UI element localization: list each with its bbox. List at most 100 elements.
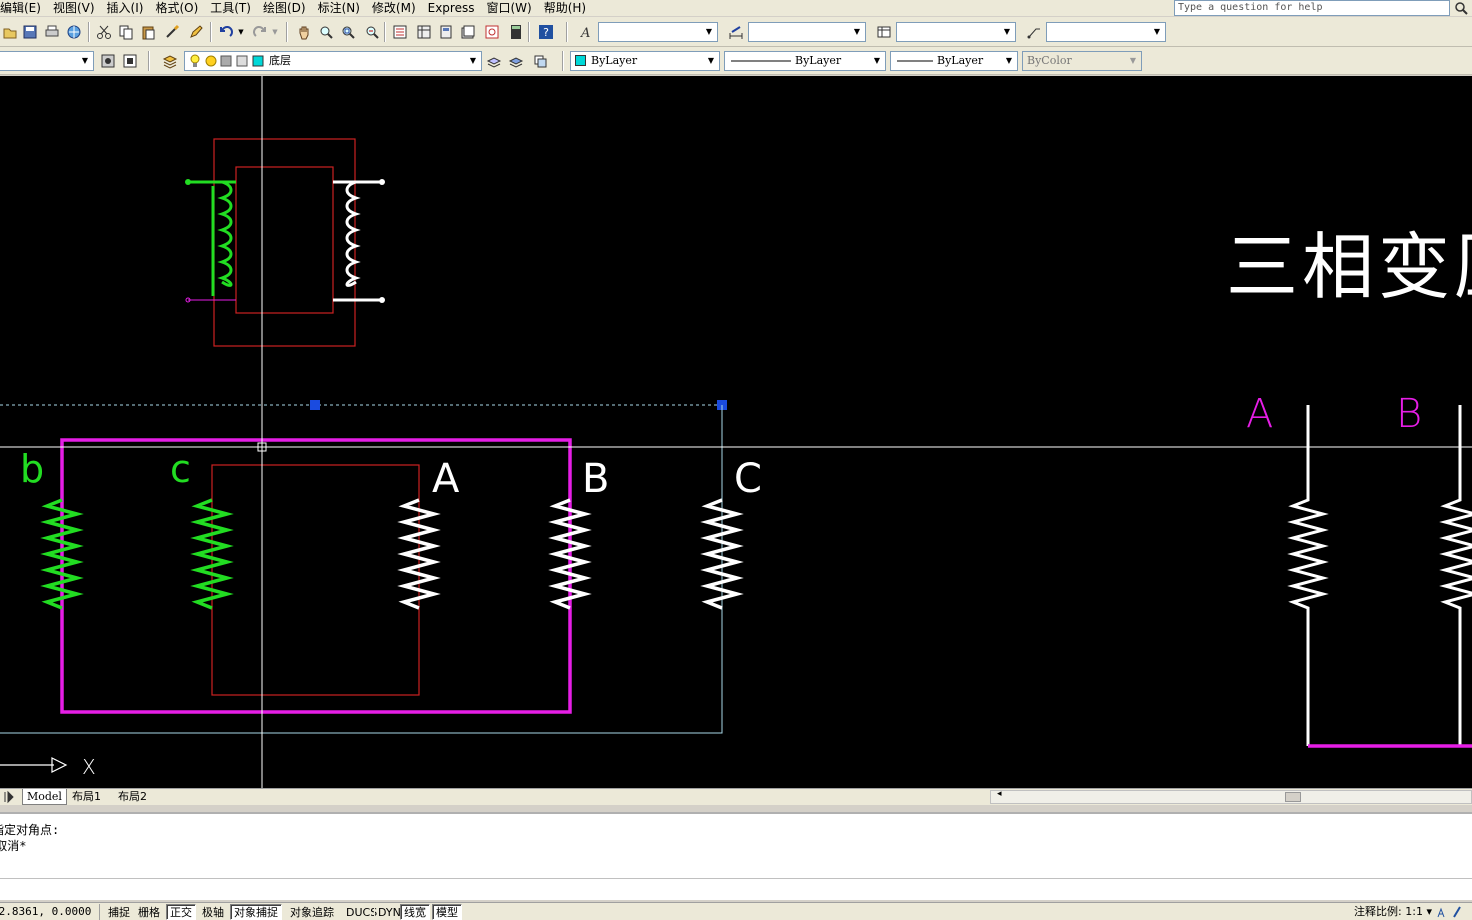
chevron-down-icon: ▼ (81, 56, 89, 65)
menu-express[interactable]: Express (427, 1, 475, 15)
layer-states-manager-button[interactable] (98, 51, 118, 71)
tool-palettes-button[interactable] (436, 22, 456, 42)
design-center-button[interactable] (414, 22, 434, 42)
menu-tools[interactable]: 工具(T) (210, 1, 251, 15)
scissors-icon (97, 25, 111, 39)
menu-window[interactable]: 窗口(W) (486, 1, 532, 15)
menu-insert[interactable]: 插入(I) (106, 1, 144, 15)
markup-set-button[interactable] (482, 22, 502, 42)
make-current-layer-button[interactable] (484, 51, 504, 71)
menu-draw[interactable]: 绘图(D) (262, 1, 306, 15)
text-style-combo[interactable]: ▼ (598, 22, 718, 42)
cut-button[interactable] (94, 22, 114, 42)
status-toggle-9[interactable]: 模型 (432, 904, 462, 920)
color-control-combo[interactable]: ByLayer ▼ (570, 51, 720, 71)
layer-previous-button[interactable] (506, 51, 526, 71)
dim-style-button[interactable] (726, 22, 746, 42)
scroll-left-icon[interactable]: ◂ (997, 789, 1002, 799)
help-search-button[interactable] (1450, 0, 1472, 16)
paste-button[interactable] (138, 22, 158, 42)
drawing-canvas[interactable]: 三相变压器 b c A (0, 76, 1472, 788)
three-phase-transformer[interactable]: b c A B C (0, 405, 762, 734)
frame-outline (60, 438, 572, 714)
toolbar-separator (286, 22, 288, 42)
coordinate-display[interactable]: 42.8361, 0.0000 (0, 904, 100, 920)
undo-dropdown[interactable]: ▼ (238, 28, 244, 36)
redo-icon (253, 26, 266, 37)
tab-scroll-arrows[interactable] (0, 789, 20, 805)
tab-layout1[interactable]: 布局1 (72, 790, 101, 803)
right-transformer-partial[interactable]: A B (1246, 391, 1472, 748)
table-style-combo[interactable]: ▼ (896, 22, 1016, 42)
status-toggle-3[interactable]: 极轴 (198, 904, 228, 920)
save-button[interactable] (20, 22, 40, 42)
tab-layout2[interactable]: 布局2 (118, 790, 147, 803)
open-button[interactable] (0, 22, 20, 42)
status-toggle-0[interactable]: 捕捉 (104, 904, 134, 920)
label-B: B (582, 456, 609, 502)
layer-walk-button[interactable] (530, 51, 550, 71)
zoom-realtime-button[interactable] (316, 22, 336, 42)
help-search-input[interactable]: Type a question for help (1174, 0, 1450, 16)
menu-format[interactable]: 格式(O) (155, 1, 199, 15)
horizontal-scrollbar[interactable]: ◂ (990, 789, 1472, 804)
layers-properties-toolbar: ▼ 底层 ▼ ByLayer ▼ ByLaye (0, 47, 1472, 75)
copy-icon (119, 25, 133, 40)
sheet-set-button[interactable] (458, 22, 478, 42)
menu-edit[interactable]: 编辑(E) (0, 1, 41, 15)
text-style-button[interactable]: A (576, 22, 596, 42)
layer-state-combo[interactable]: ▼ (0, 51, 94, 71)
copy-button[interactable] (116, 22, 136, 42)
drawing-svg: 三相变压器 b c A (0, 76, 1472, 788)
single-phase-transformer[interactable] (185, 138, 385, 347)
linetype-control-value: ByLayer (795, 54, 842, 67)
table-style-icon (877, 26, 891, 38)
plotstyle-control-combo[interactable]: ByColor▼ (1022, 51, 1142, 71)
status-toggle-4[interactable]: 对象捕捉 (230, 904, 282, 920)
match-properties-button[interactable] (162, 22, 182, 42)
plot-button[interactable] (42, 22, 62, 42)
publish-button[interactable] (64, 22, 84, 42)
command-input[interactable] (0, 878, 1472, 900)
quickcalc-button[interactable] (506, 22, 526, 42)
help-button[interactable]: ? (536, 22, 556, 42)
layer-toggle-button[interactable] (120, 51, 140, 71)
status-toggle-1[interactable]: 栅格 (134, 904, 164, 920)
lineweight-control-value: ByLayer (937, 54, 984, 67)
grip-handle[interactable] (310, 400, 320, 410)
table-style-button[interactable] (874, 22, 894, 42)
crosshair-cursor (0, 76, 1472, 788)
menu-view[interactable]: 视图(V) (52, 1, 95, 15)
zoom-window-button[interactable] (338, 22, 358, 42)
tab-model[interactable]: Model (22, 789, 67, 805)
dim-style-combo[interactable]: ▼ (748, 22, 866, 42)
status-toggle-8[interactable]: 线宽 (400, 904, 430, 920)
annotation-visibility-icons[interactable] (1434, 904, 1470, 920)
redo-dropdown[interactable]: ▼ (272, 28, 278, 36)
layer-properties-button[interactable] (160, 51, 180, 71)
status-toggle-5[interactable]: 对象追踪 (286, 904, 338, 920)
menu-help[interactable]: 帮助(H) (543, 1, 587, 15)
annotation-scale[interactable]: 注释比例: 1:1 ▾ (1354, 905, 1432, 918)
redo-button[interactable] (250, 22, 270, 42)
layer-combo-value: 底层 (269, 54, 291, 67)
drawing-title[interactable]: 三相变压器 (1226, 225, 1472, 309)
pan-button[interactable] (294, 22, 314, 42)
menu-modify[interactable]: 修改(M) (371, 1, 416, 15)
status-toggle-2[interactable]: 正交 (166, 904, 196, 920)
menu-dimension[interactable]: 标注(N) (317, 1, 360, 15)
multileader-style-button[interactable] (1024, 22, 1044, 42)
lineweight-control-combo[interactable]: ByLayer ▼ (890, 51, 1018, 71)
block-editor-button[interactable] (186, 22, 206, 42)
core-outer (213, 138, 356, 347)
toolbar-separator (148, 51, 150, 71)
multileader-style-combo[interactable]: ▼ (1046, 22, 1166, 42)
scrollbar-thumb[interactable] (1285, 792, 1301, 802)
zoom-previous-button[interactable] (362, 22, 382, 42)
properties-button[interactable] (390, 22, 410, 42)
primary-winding (333, 180, 382, 302)
linetype-control-combo[interactable]: ByLayer ▼ (724, 51, 886, 71)
layer-combo[interactable]: 底层 ▼ (184, 51, 482, 71)
undo-button[interactable] (216, 22, 236, 42)
